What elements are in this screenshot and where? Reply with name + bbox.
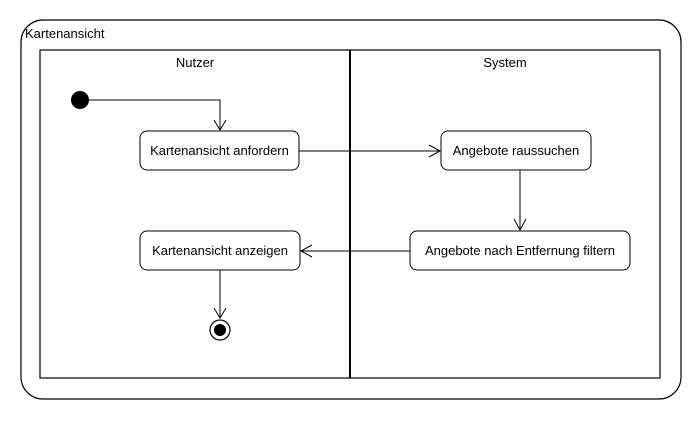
initial-node [71, 91, 89, 109]
action-label: Kartenansicht anfordern [150, 143, 289, 158]
action-label: Kartenansicht anzeigen [152, 243, 288, 258]
arrowhead [513, 218, 527, 232]
lane-label-system: System [483, 55, 526, 70]
arrowhead [428, 144, 442, 158]
action-label: Angebote raussuchen [453, 143, 579, 158]
final-node-core [214, 324, 226, 336]
arrowhead [299, 244, 313, 258]
action-angebote-raussuchen [440, 130, 592, 171]
action-label: Angebote nach Entfernung filtern [425, 243, 615, 258]
flow-start-to-request [89, 99, 221, 130]
diagram-title: Kartenansicht [25, 26, 105, 41]
lane-label-nutzer: Nutzer [176, 55, 215, 70]
arrowhead [213, 307, 227, 319]
arrowhead [213, 119, 227, 131]
